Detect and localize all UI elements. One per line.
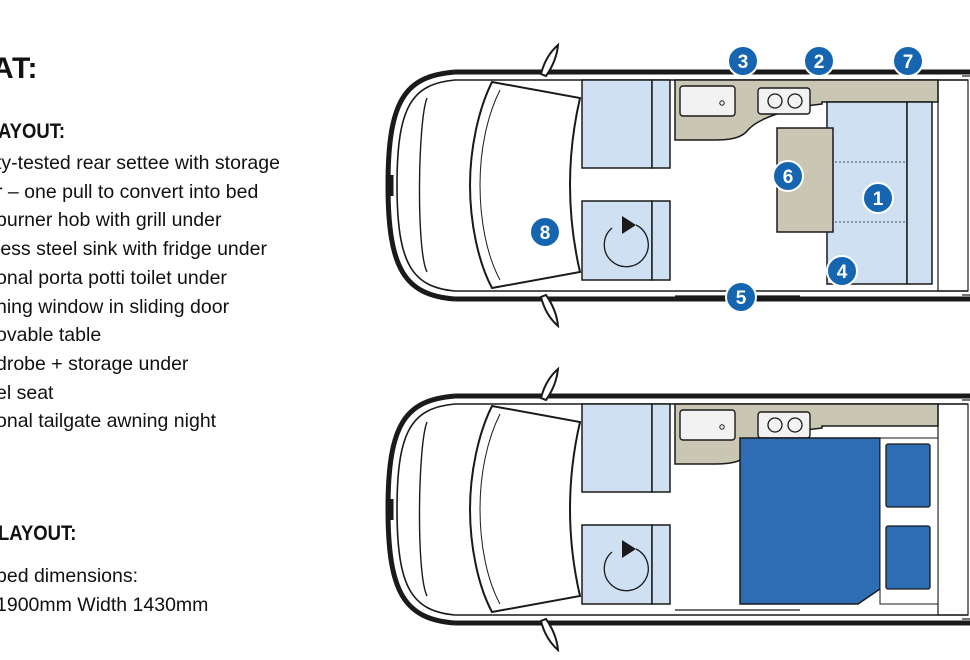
svg-text:3: 3 — [738, 52, 749, 73]
svg-text:2: 2 — [814, 52, 825, 73]
day-features-list: ty-tested rear settee with storage r – o… — [0, 149, 280, 436]
feature-item: drobe + storage under — [0, 352, 189, 375]
bed-dimensions-value: 1900mm Width 1430mm — [0, 593, 209, 616]
svg-text:6: 6 — [783, 167, 794, 188]
feature-item: r – one pull to convert into bed — [0, 180, 259, 203]
feature-item: onal porta potti toilet under — [0, 266, 227, 289]
bed — [739, 437, 881, 605]
feature-item: el seat — [0, 381, 54, 404]
badge-5: 5 — [725, 281, 757, 313]
day-layout-heading: AYOUT: — [0, 120, 66, 143]
badge-8: 8 — [529, 216, 561, 248]
badge-7: 7 — [892, 45, 924, 77]
night-layout-heading: LAYOUT: — [0, 522, 77, 545]
feature-item: less steel sink with fridge under — [0, 238, 267, 261]
feature-item: ty-tested rear settee with storage — [0, 152, 280, 174]
feature-item: onal tailgate awning night — [0, 410, 217, 433]
badge-6: 6 — [772, 160, 804, 192]
settee-backrest — [906, 101, 933, 285]
bed-dimensions-label: bed dimensions: — [0, 565, 139, 587]
svg-text:1: 1 — [873, 189, 884, 210]
night-layout-plan — [388, 369, 970, 650]
number-badges: 1 2 3 4 5 6 7 8 — [529, 45, 924, 313]
feature-item: burner hob with grill under — [0, 209, 222, 232]
cushion — [885, 525, 931, 590]
badge-4: 4 — [826, 255, 858, 287]
badge-3: 3 — [727, 45, 759, 77]
page-title: AT: — [0, 52, 38, 85]
night-details-list: bed dimensions: 1900mm Width 1430mm — [0, 562, 208, 619]
badge-2: 2 — [803, 45, 835, 77]
feature-item: ovable table — [0, 324, 102, 347]
feature-item: ning window in sliding door — [0, 295, 230, 318]
svg-text:4: 4 — [837, 262, 848, 283]
cushion — [885, 443, 931, 508]
svg-text:7: 7 — [903, 52, 914, 73]
svg-text:5: 5 — [736, 288, 747, 309]
svg-text:8: 8 — [540, 223, 551, 244]
badge-1: 1 — [862, 182, 894, 214]
